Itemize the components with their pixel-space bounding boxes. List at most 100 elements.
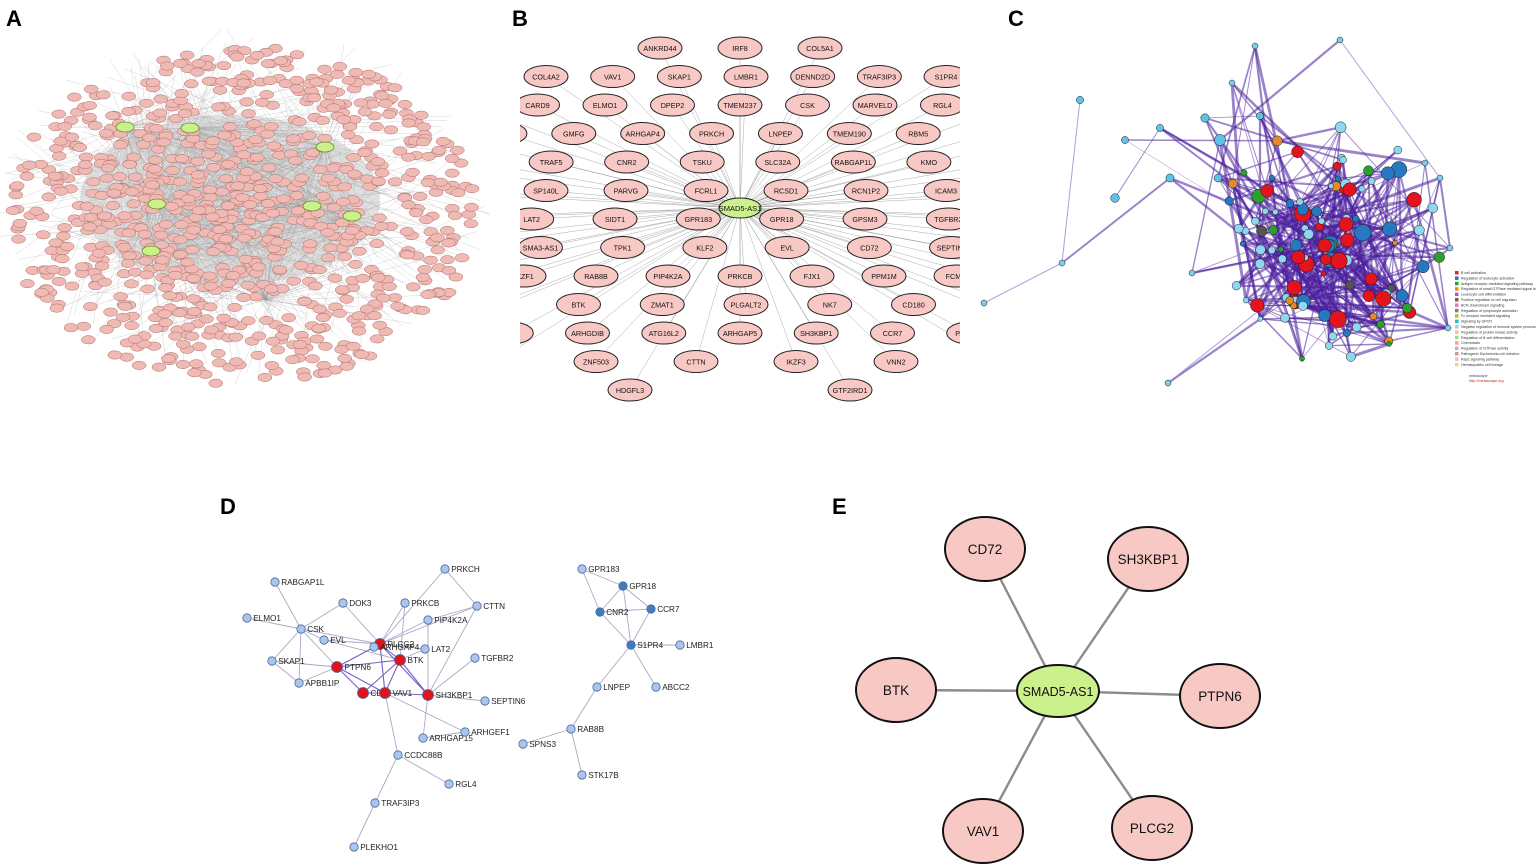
panel-b-node-label: ZMAT1 <box>651 301 674 310</box>
panel-d-node: ARHGAP15 <box>418 733 473 743</box>
panel-c-node <box>1231 281 1241 291</box>
panel-d-node: CSK <box>296 624 325 634</box>
panel-c-node <box>1156 124 1164 132</box>
panel-c-node <box>1317 238 1332 253</box>
panel-b-node-label: SH3KBP1 <box>800 329 832 338</box>
panel-b-node-label: TGFBR2 <box>934 215 960 224</box>
panel-b-node: ARHGAP4 <box>620 122 666 145</box>
panel-b-node: VAV1 <box>590 65 636 88</box>
panel-c-node <box>1251 217 1260 226</box>
panel-d-edge <box>427 657 476 696</box>
panel-b-node-label: ANKRD44 <box>643 44 676 53</box>
panel-d-node-label: STK17B <box>588 771 619 780</box>
panel-d-edge <box>444 568 478 607</box>
panel-d-node-label: RAB8B <box>577 725 604 734</box>
panel-c-legend-item: B cell activation <box>1461 271 1486 275</box>
panel-d-edge <box>246 617 302 630</box>
panel-c-node <box>1110 193 1120 203</box>
panel-b-node-label: CD180 <box>902 301 924 310</box>
panel-b-node-label: ELMO1 <box>593 101 617 110</box>
panel-c-node <box>1342 329 1351 338</box>
panel-c-legend-swatch <box>1455 362 1459 367</box>
panel-b-node: TSKU <box>679 150 725 174</box>
panel-b-node-label: S1PR4 <box>935 73 958 82</box>
panel-c-node <box>1382 221 1398 237</box>
panel-b-node: DPEP2 <box>650 93 695 117</box>
panel-d-node-label: PRKCB <box>411 599 440 608</box>
panel-c-node <box>1345 351 1356 362</box>
panel-c-node <box>1303 228 1314 240</box>
panel-d-node-label: SEPTIN6 <box>491 697 526 706</box>
panel-d-node-label: CSK <box>307 625 324 634</box>
panel-e-target-node: PLCG2 <box>1111 795 1193 861</box>
panel-c-node <box>1260 184 1274 198</box>
panel-d-edge <box>379 568 446 645</box>
panel-c-legend-item: Rap1 signaling pathway <box>1461 357 1499 361</box>
panel-c-node <box>1272 135 1283 147</box>
panel-b-node: BTK <box>556 293 601 316</box>
panel-c-legend-swatch <box>1455 292 1459 297</box>
panel-b-node-label: PLGALT2 <box>730 301 761 310</box>
panel-b-node: COL4A2 <box>523 65 569 88</box>
panel-b-node: IKZF1 <box>520 264 547 288</box>
panel-b-node: NK7 <box>807 293 853 316</box>
panel-b-node-label: GTF2IRD1 <box>833 386 868 395</box>
panel-d-edge <box>271 660 338 668</box>
panel-c-node <box>1267 246 1276 255</box>
panel-c-node <box>1413 224 1425 236</box>
panel-b-node: SLC32A <box>755 150 801 174</box>
panel-b-node-label: GMFG <box>563 130 585 139</box>
panel-b-node: RABGAP1L <box>830 150 876 174</box>
panel-c-legend-swatch <box>1455 314 1459 318</box>
panel-c-node <box>1165 173 1175 183</box>
panel-b-node-label: SKAP1 <box>668 73 691 82</box>
panel-d-node-label: CTTN <box>483 602 505 611</box>
panel-d-node: PRKCB <box>400 598 440 608</box>
panel-d-node: ARHGAP4 <box>369 642 420 652</box>
panel-c-node <box>1332 161 1342 171</box>
panel-b-node-label: CSK <box>800 101 815 110</box>
panel-d-node-label: LAT2 <box>431 645 450 654</box>
panel-d-edge <box>274 581 302 630</box>
panel-d-node-label: APBB1IP <box>305 679 340 688</box>
panel-b-node: TMEM237 <box>717 93 763 117</box>
panel-d-node: VAV1 <box>379 687 413 699</box>
panel-b-node-label: IKZF1 <box>520 272 534 281</box>
panel-c-legend-swatch <box>1455 346 1459 351</box>
panel-b-node: RBM5 <box>895 122 941 145</box>
panel-b-node-label: FJX1 <box>804 272 821 281</box>
panel-d-node: LMBR1 <box>675 640 714 650</box>
panel-b-node-label: SMA3-AS1 <box>523 244 559 253</box>
panel-d-node-label: S1PR4 <box>637 641 663 650</box>
panel-b-node: ARHGAP5 <box>717 321 763 345</box>
panel-b-node-label: TRAF3IP3 <box>863 73 897 82</box>
panel-b-node-label: VNN2 <box>886 358 905 367</box>
panel-c-node <box>1406 192 1422 208</box>
panel-b-node-label: COL4A2 <box>532 73 560 82</box>
panel-b-node-label: CTTN <box>686 358 705 367</box>
panel-c-node <box>1329 310 1347 328</box>
panel-c-node <box>1250 298 1265 313</box>
panel-b-node: RCSD1 <box>763 179 809 202</box>
panel-d-node: S1PR4 <box>626 640 664 650</box>
panel-d-edge <box>599 608 652 613</box>
panel-b-node: ANKRD44 <box>637 36 683 60</box>
panel-c-node <box>1291 250 1306 265</box>
panel-b-node: PRKCH <box>689 122 735 145</box>
panel-c-node <box>1164 379 1172 387</box>
panel-b-node-label: PIP4K2A <box>653 272 682 281</box>
panel-c-node <box>1352 322 1362 332</box>
panel-d-node: CCDC88B <box>393 750 443 760</box>
panel-d-node-label: SKAP1 <box>278 657 305 666</box>
panel-c-node <box>1328 331 1338 341</box>
panel-b-node-label: GPR183 <box>685 215 713 224</box>
panel-b-node: CTTN <box>673 350 719 373</box>
panel-d-edge <box>384 692 399 756</box>
panel-d-node: CNR2 <box>595 607 629 617</box>
panel-d-edge <box>300 628 381 645</box>
panel-b-node: SP140L <box>523 179 569 202</box>
panel-b-node-label: ATG16L2 <box>649 329 679 338</box>
panel-b-node: SMA3-AS1 <box>520 236 563 259</box>
